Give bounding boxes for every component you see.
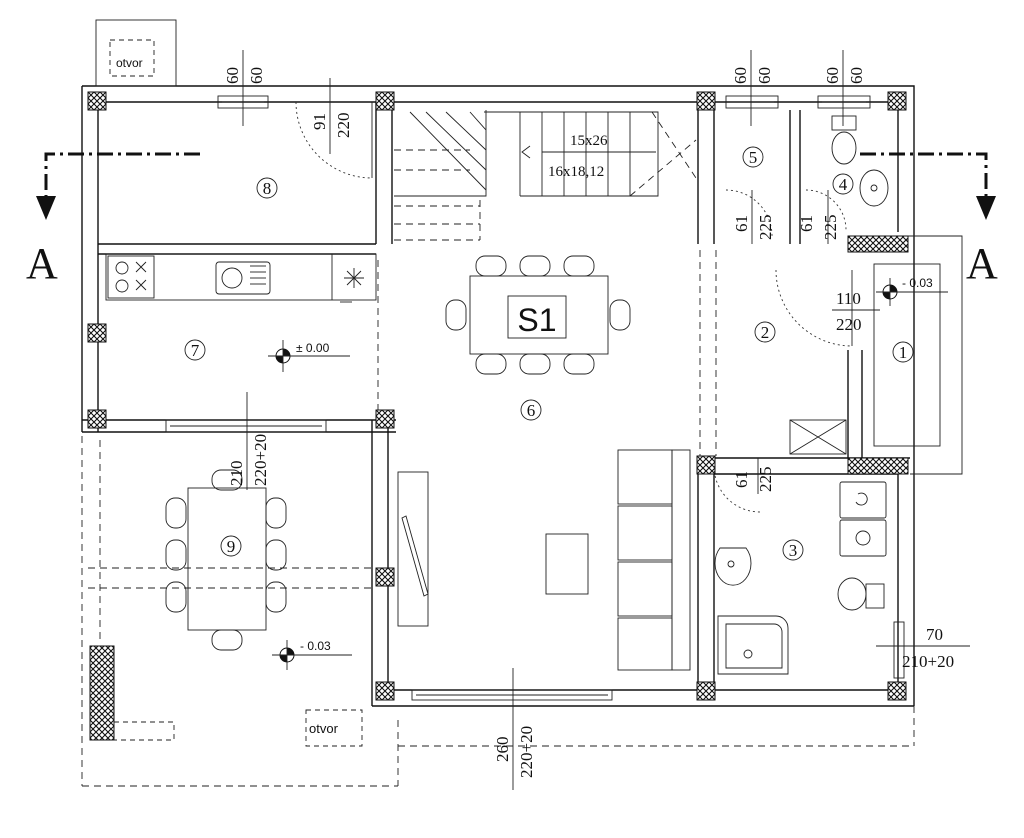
room-6: 6 <box>527 401 536 420</box>
dim-1-top: 91 <box>310 113 329 130</box>
dimensions: 60 60 91 220 60 60 60 60 61 225 61 225 1… <box>223 50 970 790</box>
dim-0-bottom: 60 <box>247 67 266 84</box>
room-5: 5 <box>749 148 758 167</box>
kitchen-counter <box>105 253 377 303</box>
opening-label-bottom: otvor <box>309 721 339 736</box>
walls <box>81 85 915 707</box>
sofa <box>545 449 691 671</box>
dim-7-top: 210 <box>227 461 246 487</box>
dim-0-top: 60 <box>223 67 242 84</box>
level-1: - 0.03 <box>902 276 933 290</box>
space-label: S1 <box>517 302 556 338</box>
room-1: 1 <box>899 343 908 362</box>
dim-6-top: 110 <box>836 289 861 308</box>
dim-7-bottom: 220+20 <box>251 434 270 486</box>
level-markers: ± 0.00 - 0.03 - 0.03 <box>268 276 948 670</box>
stair-label-top: 15x26 <box>570 133 608 149</box>
dim-1-bottom: 220 <box>334 113 353 139</box>
dim-8-top: 61 <box>732 471 751 488</box>
hidden-lines <box>81 250 915 787</box>
dim-9-top: 70 <box>926 625 943 644</box>
dim-2-top: 60 <box>731 67 750 84</box>
dim-5-bottom: 225 <box>821 215 840 241</box>
staircase: 15x26 16x18,12 <box>394 110 697 241</box>
columns <box>87 91 907 701</box>
dim-6-bottom: 220 <box>836 315 862 334</box>
door-swings <box>295 101 853 513</box>
room-numbers: 8 7 6 5 4 2 1 3 9 <box>184 146 914 561</box>
dim-8-bottom: 225 <box>756 467 775 493</box>
dim-4-top: 61 <box>732 215 751 232</box>
dim-2-bottom: 60 <box>755 67 774 84</box>
tv-unit <box>397 471 429 627</box>
wc-fixtures <box>831 115 889 207</box>
room-2: 2 <box>761 323 770 342</box>
bathroom-fixtures <box>714 419 887 675</box>
room-3: 3 <box>789 541 798 560</box>
dim-5-top: 61 <box>797 215 816 232</box>
dim-10-top: 260 <box>493 737 512 763</box>
stair-label-bottom: 16x18,12 <box>548 164 604 180</box>
dim-4-bottom: 225 <box>756 215 775 241</box>
dining-table-9 <box>165 469 287 651</box>
section-cut: A A <box>26 152 998 288</box>
dim-9-bottom: 210+20 <box>902 652 954 671</box>
vestibule-outline <box>873 235 963 475</box>
wall-hatch <box>89 645 115 741</box>
dim-10-bottom: 220+20 <box>517 726 536 778</box>
wall-hatch <box>847 457 909 475</box>
room-9: 9 <box>227 537 236 556</box>
openings: otvor otvor <box>95 19 363 747</box>
level-2: - 0.03 <box>300 639 331 653</box>
dining-table-s1: S1 <box>445 255 631 375</box>
level-0: ± 0.00 <box>296 341 330 355</box>
room-8: 8 <box>263 179 272 198</box>
room-4: 4 <box>839 175 848 194</box>
wall-hatch <box>847 235 909 253</box>
dim-3-top: 60 <box>823 67 842 84</box>
section-mark-left: A <box>26 239 58 288</box>
dim-3-bottom: 60 <box>847 67 866 84</box>
section-mark-right: A <box>966 239 998 288</box>
room-7: 7 <box>191 341 200 360</box>
opening-label-top: otvor <box>116 56 143 70</box>
